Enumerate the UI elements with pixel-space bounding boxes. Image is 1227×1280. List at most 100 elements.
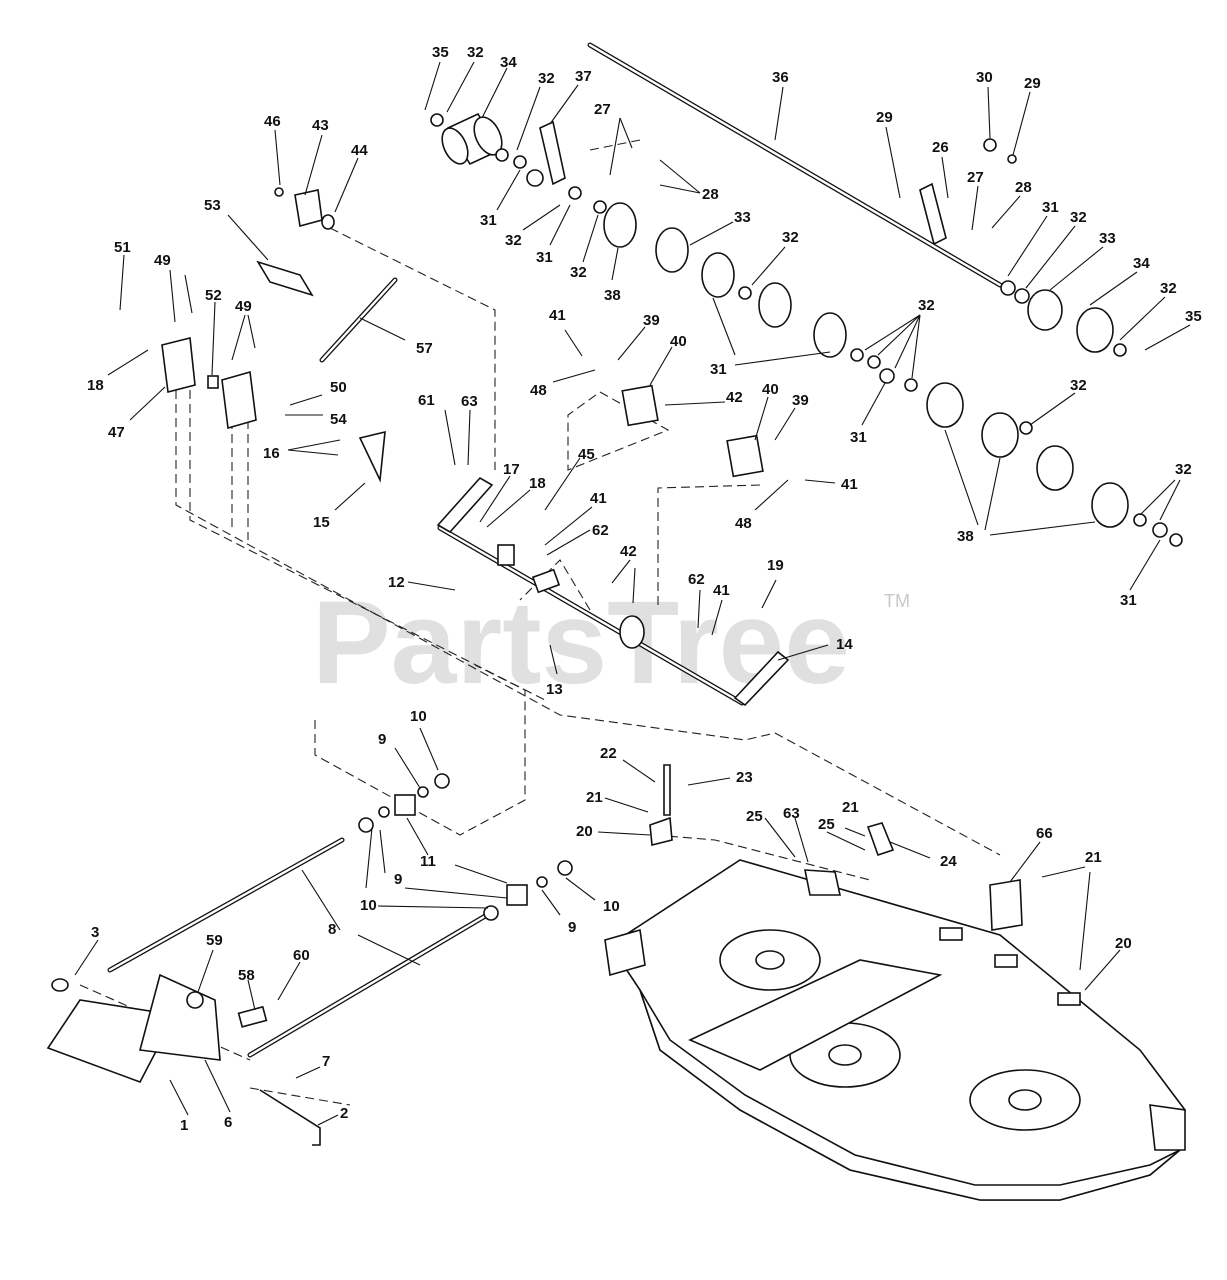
callout: 9 xyxy=(568,919,576,936)
callout: 32 xyxy=(538,70,555,87)
callout: 49 xyxy=(154,252,171,269)
callout: 30 xyxy=(976,69,993,86)
roller-shaft xyxy=(587,42,1003,288)
callout: 18 xyxy=(87,377,104,394)
callout: 28 xyxy=(1015,179,1032,196)
callout: 27 xyxy=(594,101,611,118)
callout: 28 xyxy=(702,186,719,203)
callout: 1 xyxy=(180,1117,188,1134)
callout: 29 xyxy=(876,109,893,126)
callout: 66 xyxy=(1036,825,1053,842)
mower-deck xyxy=(604,764,1186,1201)
callout: 7 xyxy=(322,1053,330,1070)
callout: 43 xyxy=(312,117,329,134)
callout: 49 xyxy=(235,298,252,315)
callout: 26 xyxy=(932,139,949,156)
callout: 12 xyxy=(388,574,405,591)
callout: 46 xyxy=(264,113,281,130)
callout: 62 xyxy=(688,571,705,588)
callout: 42 xyxy=(620,543,637,560)
callout: 33 xyxy=(734,209,751,226)
callout: 61 xyxy=(418,392,435,409)
callout: 14 xyxy=(836,636,853,653)
callout: 17 xyxy=(503,461,520,478)
callout: 58 xyxy=(238,967,255,984)
callout: 38 xyxy=(604,287,621,304)
callout: 19 xyxy=(767,557,784,574)
callout: 48 xyxy=(530,382,547,399)
callout: 31 xyxy=(710,361,727,378)
callout: 41 xyxy=(549,307,566,324)
callout: 62 xyxy=(592,522,609,539)
callout: 23 xyxy=(736,769,753,786)
callout: 25 xyxy=(746,808,763,825)
callout: 63 xyxy=(783,805,800,822)
callout: 53 xyxy=(204,197,221,214)
callout: 34 xyxy=(1133,255,1150,272)
callout: 59 xyxy=(206,932,223,949)
callout: 9 xyxy=(378,731,386,748)
callout: 38 xyxy=(957,528,974,545)
callout: 35 xyxy=(432,44,449,61)
callout: 31 xyxy=(850,429,867,446)
callout: 31 xyxy=(1042,199,1059,216)
callout: 20 xyxy=(576,823,593,840)
callout: 24 xyxy=(940,853,957,870)
callout: 54 xyxy=(330,411,347,428)
callout: 34 xyxy=(500,54,517,71)
callout: 31 xyxy=(480,212,497,229)
callout: 16 xyxy=(263,445,280,462)
callout: 29 xyxy=(1024,75,1041,92)
callout: 42 xyxy=(726,389,743,406)
callout: 45 xyxy=(578,446,595,463)
callout: 32 xyxy=(1070,209,1087,226)
callout: 2 xyxy=(340,1105,348,1122)
callout: 39 xyxy=(643,312,660,329)
callout: 13 xyxy=(546,681,563,698)
callout: 9 xyxy=(394,871,402,888)
callout: 11 xyxy=(420,853,436,870)
callout: 32 xyxy=(782,229,799,246)
callout: 10 xyxy=(410,708,427,725)
callout: 36 xyxy=(772,69,789,86)
callout: 63 xyxy=(461,393,478,410)
callout: 3 xyxy=(91,924,99,941)
callout: 47 xyxy=(108,424,125,441)
callout: 31 xyxy=(536,249,553,266)
callout: 32 xyxy=(505,232,522,249)
callout: 10 xyxy=(360,897,377,914)
callout: 41 xyxy=(590,490,607,507)
leader-lines xyxy=(74,61,1191,1126)
adjustment-linkage xyxy=(46,773,573,1146)
callout: 40 xyxy=(762,381,779,398)
callout: 32 xyxy=(1175,461,1192,478)
callout: 37 xyxy=(575,68,592,85)
callout: 32 xyxy=(570,264,587,281)
callout: 18 xyxy=(529,475,546,492)
callout: 35 xyxy=(1185,308,1202,325)
callouts: 35 32 34 32 37 36 30 29 27 28 29 26 27 2… xyxy=(87,44,1202,1134)
callout: 27 xyxy=(967,169,984,186)
callout: 44 xyxy=(351,142,368,159)
assembly-dashed-lines xyxy=(79,139,1001,1106)
watermark-tm: TM xyxy=(884,591,910,611)
upper-left-parts xyxy=(161,187,398,483)
callout: 32 xyxy=(918,297,935,314)
callout: 52 xyxy=(205,287,222,304)
callout: 21 xyxy=(1085,849,1102,866)
lift-shaft xyxy=(436,384,790,707)
rollers xyxy=(430,112,1183,547)
callout: 25 xyxy=(818,816,835,833)
callout: 22 xyxy=(600,745,617,762)
callout: 6 xyxy=(224,1114,232,1131)
callout: 51 xyxy=(114,239,131,256)
callout: 20 xyxy=(1115,935,1132,952)
callout: 48 xyxy=(735,515,752,532)
callout: 8 xyxy=(328,921,336,938)
watermark: PartsTree xyxy=(312,577,850,709)
callout: 32 xyxy=(467,44,484,61)
callout: 57 xyxy=(416,340,433,357)
callout: 40 xyxy=(670,333,687,350)
callout: 39 xyxy=(792,392,809,409)
